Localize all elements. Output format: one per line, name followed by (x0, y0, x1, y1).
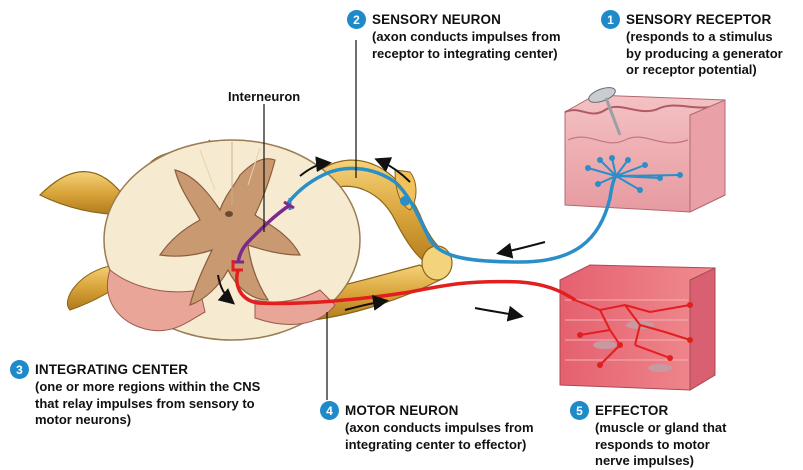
step-title: EFFECTOR (595, 403, 668, 419)
step-motor-neuron: 4 MOTOR NEURON (axon conducts impulses f… (320, 401, 534, 453)
step-desc-line: by producing a generator (626, 46, 783, 63)
step-sensory-receptor: 1 SENSORY RECEPTOR (responds to a stimul… (601, 10, 783, 79)
step-sensory-neuron: 2 SENSORY NEURON (axon conducts impulses… (347, 10, 561, 62)
step-desc-line: nerve impulses) (595, 453, 726, 470)
step-desc-line: (axon conducts impulses from (345, 420, 534, 437)
step-desc-line: motor neurons) (35, 412, 260, 429)
step-desc-line: responds to motor (595, 437, 726, 454)
skin-block (565, 95, 725, 212)
step-desc-line: (responds to a stimulus (626, 29, 783, 46)
step-title: SENSORY NEURON (372, 12, 501, 28)
step-title: MOTOR NEURON (345, 403, 458, 419)
step-desc-line: (muscle or gland that (595, 420, 726, 437)
step-badge: 5 (570, 401, 589, 420)
step-desc-line: receptor to integrating center) (372, 46, 561, 63)
step-title: SENSORY RECEPTOR (626, 12, 771, 28)
step-badge: 2 (347, 10, 366, 29)
step-badge: 3 (10, 360, 29, 379)
muscle-block (560, 265, 715, 390)
step-effector: 5 EFFECTOR (muscle or gland that respond… (570, 401, 726, 470)
step-badge: 4 (320, 401, 339, 420)
step-desc-line: (one or more regions within the CNS (35, 379, 260, 396)
step-desc-line: or receptor potential) (626, 62, 783, 79)
step-integrating-center: 3 INTEGRATING CENTER (one or more region… (10, 360, 260, 429)
step-desc-line: that relay impulses from sensory to (35, 396, 260, 413)
spinal-cord (104, 140, 360, 340)
step-desc-line: integrating center to effector) (345, 437, 534, 454)
interneuron-label: Interneuron (228, 89, 300, 104)
step-badge: 1 (601, 10, 620, 29)
step-desc-line: (axon conducts impulses from (372, 29, 561, 46)
step-title: INTEGRATING CENTER (35, 362, 188, 378)
